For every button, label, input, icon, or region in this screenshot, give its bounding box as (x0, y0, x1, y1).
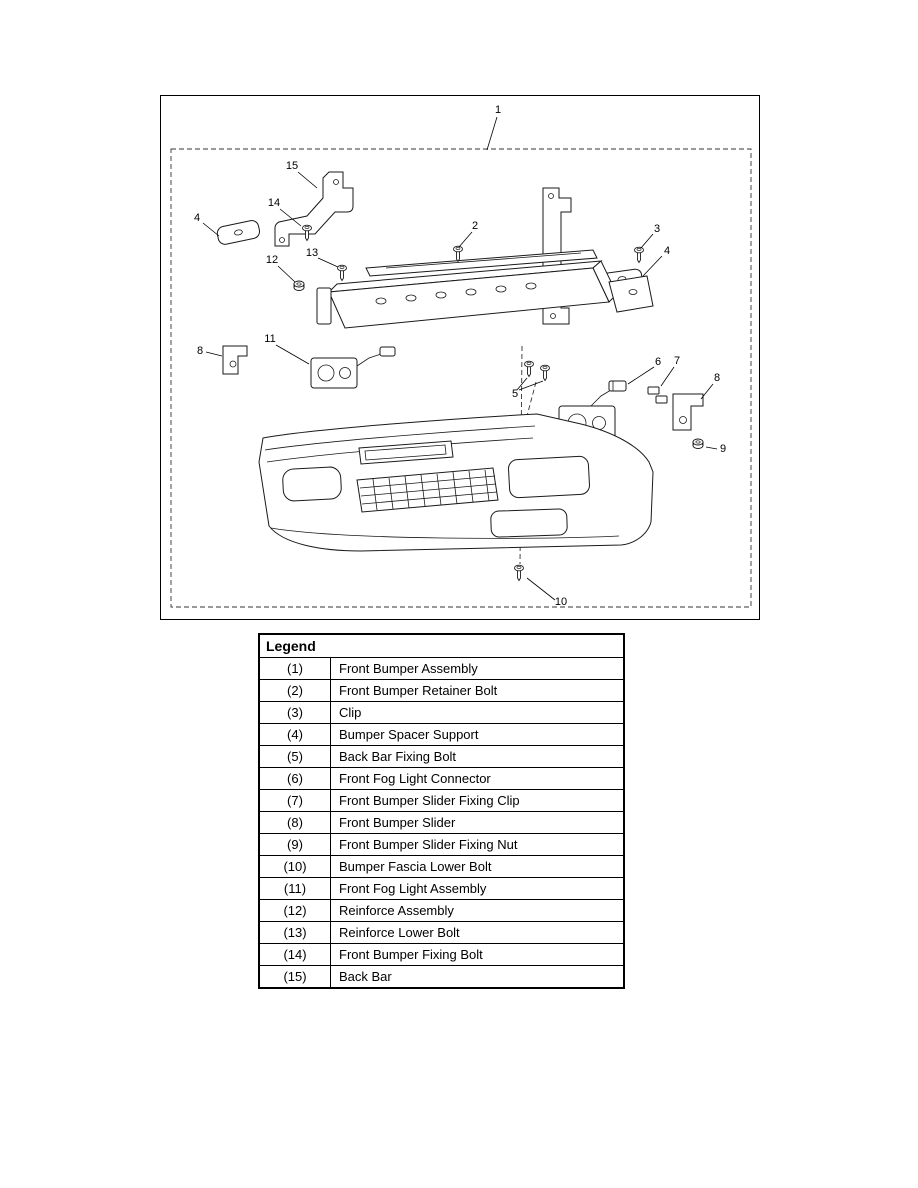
callout-10: 10 (555, 596, 567, 608)
legend-row: (12)Reinforce Assembly (258, 899, 625, 922)
legend-row: (3)Clip (258, 701, 625, 724)
callout-14: 14 (268, 197, 280, 209)
callout-7: 7 (674, 355, 680, 367)
legend-row-label: Front Bumper Retainer Bolt (330, 679, 625, 702)
callout-5: 5 (512, 388, 518, 400)
callout-leaders (202, 116, 718, 601)
callout-12: 12 (266, 254, 278, 266)
spacer-support-left-part (216, 220, 261, 245)
legend-row-label: Front Bumper Slider Fixing Clip (330, 789, 625, 812)
legend-row-number: (12) (258, 899, 331, 922)
callout-8-left: 8 (197, 345, 203, 357)
legend-row-label: Front Bumper Fixing Bolt (330, 943, 625, 966)
legend-row: (1)Front Bumper Assembly (258, 657, 625, 680)
back-bar-fixing-bolt-5b-part (540, 364, 550, 381)
legend-row: (6)Front Fog Light Connector (258, 767, 625, 790)
callout-13: 13 (306, 247, 318, 259)
legend-row-number: (10) (258, 855, 331, 878)
callout-6: 6 (655, 356, 661, 368)
callout-1: 1 (495, 104, 501, 116)
legend-row-label: Bumper Spacer Support (330, 723, 625, 746)
callout-2: 2 (472, 220, 478, 232)
legend-row: (10)Bumper Fascia Lower Bolt (258, 855, 625, 878)
legend-row-label: Front Fog Light Assembly (330, 877, 625, 900)
slider-fixing-clips-part (647, 386, 668, 404)
legend-row-number: (3) (258, 701, 331, 724)
legend-row: (4)Bumper Spacer Support (258, 723, 625, 746)
legend-row-label: Back Bar (330, 965, 625, 989)
legend-row: (11)Front Fog Light Assembly (258, 877, 625, 900)
legend-row: (14)Front Bumper Fixing Bolt (258, 943, 625, 966)
bumper-fascia-part (258, 413, 654, 552)
legend-row-number: (11) (258, 877, 331, 900)
legend-row: (2)Front Bumper Retainer Bolt (258, 679, 625, 702)
exploded-diagram-box: 1 15 14 4 13 12 2 3 4 8 11 5 6 7 8 9 10 (160, 95, 760, 620)
retainer-bolt-2-part (453, 245, 463, 262)
legend-row-number: (14) (258, 943, 331, 966)
retainer-rail-part (365, 249, 598, 277)
legend-row-number: (2) (258, 679, 331, 702)
reinforce-nut-part (293, 280, 305, 291)
legend-row-label: Clip (330, 701, 625, 724)
callout-3: 3 (654, 223, 660, 235)
legend-row: (9)Front Bumper Slider Fixing Nut (258, 833, 625, 856)
callout-15: 15 (286, 160, 298, 172)
fog-light-left-part (310, 346, 396, 389)
legend-row-number: (6) (258, 767, 331, 790)
legend-row: (8)Front Bumper Slider (258, 811, 625, 834)
legend-row: (13)Reinforce Lower Bolt (258, 921, 625, 944)
legend-row-label: Back Bar Fixing Bolt (330, 745, 625, 768)
callout-4-left: 4 (194, 212, 200, 224)
reinforce-lower-bolt-13-part (337, 264, 347, 281)
legend-row-number: (4) (258, 723, 331, 746)
legend-row: (7)Front Bumper Slider Fixing Clip (258, 789, 625, 812)
legend-row-number: (5) (258, 745, 331, 768)
legend-row: (5)Back Bar Fixing Bolt (258, 745, 625, 768)
legend-row-number: (8) (258, 811, 331, 834)
bumper-slider-right-part (672, 393, 704, 431)
legend-row-number: (15) (258, 965, 331, 989)
bumper-slider-left-part (222, 345, 248, 375)
callout-11: 11 (264, 333, 275, 345)
legend-row-number: (7) (258, 789, 331, 812)
callout-4-right: 4 (664, 245, 670, 257)
callout-labels: 1 15 14 4 13 12 2 3 4 8 11 5 6 7 8 9 10 (194, 104, 726, 608)
callout-9: 9 (720, 443, 726, 455)
legend-header-row: Legend (258, 633, 625, 658)
legend-row-label: Reinforce Assembly (330, 899, 625, 922)
reinforce-assembly-part (316, 260, 654, 329)
legend-row-label: Front Fog Light Connector (330, 767, 625, 790)
legend-row-label: Front Bumper Slider (330, 811, 625, 834)
legend-row-label: Front Bumper Assembly (330, 657, 625, 680)
slider-fixing-nut-part (692, 438, 704, 449)
legend-table: Legend (1)Front Bumper Assembly(2)Front … (258, 633, 625, 989)
legend-row-label: Front Bumper Slider Fixing Nut (330, 833, 625, 856)
projection-lines (519, 345, 537, 565)
legend-row-number: (13) (258, 921, 331, 944)
legend-row: (15)Back Bar (258, 965, 625, 989)
legend-body: (1)Front Bumper Assembly(2)Front Bumper … (258, 657, 625, 989)
fog-light-connector-part (608, 380, 627, 392)
back-bar-part (274, 171, 354, 247)
fascia-lower-bolt-part (514, 564, 524, 581)
back-bar-fixing-bolt-5a-part (524, 360, 534, 377)
legend-row-label: Reinforce Lower Bolt (330, 921, 625, 944)
dashed-frame (170, 148, 752, 608)
legend-row-number: (9) (258, 833, 331, 856)
legend-row-number: (1) (258, 657, 331, 680)
clip-3-part (634, 246, 644, 263)
legend-row-label: Bumper Fascia Lower Bolt (330, 855, 625, 878)
exploded-diagram-svg: 1 15 14 4 13 12 2 3 4 8 11 5 6 7 8 9 10 (170, 104, 752, 608)
callout-8-right: 8 (714, 372, 720, 384)
legend-title: Legend (258, 633, 625, 658)
